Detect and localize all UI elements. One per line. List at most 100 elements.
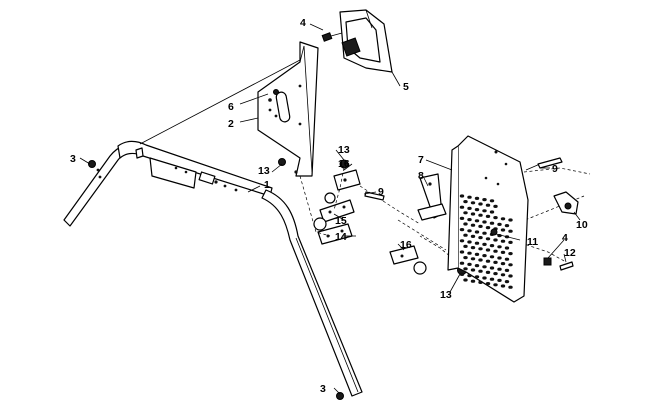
panel-hole: [497, 256, 502, 260]
panel-hole: [463, 222, 468, 226]
alignment-line: [333, 167, 345, 211]
callout-5: 5: [403, 81, 409, 93]
callout-13-mid: 13: [338, 144, 350, 156]
panel-hole: [459, 250, 465, 254]
panel-hole: [459, 239, 465, 243]
callout-1: 1: [264, 179, 270, 191]
panel-hole: [463, 211, 468, 215]
panel-hole: [500, 239, 506, 243]
panel-hole: [459, 261, 465, 265]
bracket-plate-part-2: [257, 41, 319, 177]
panel-hole: [467, 240, 472, 244]
panel-hole: [467, 206, 472, 210]
panel-hole: [474, 208, 480, 212]
panel-hole: [485, 226, 491, 230]
callout-12: 12: [564, 247, 576, 259]
panel-hole: [463, 278, 468, 282]
panel-hole: [467, 251, 472, 255]
panel-hole: [470, 279, 476, 283]
panel-hole: [504, 280, 510, 284]
panel-hole: [459, 216, 465, 220]
panel-hole: [485, 203, 491, 207]
alignment-line: [299, 175, 331, 237]
panel-hole: [459, 272, 465, 276]
panel-hole: [485, 214, 491, 218]
panel-hole: [485, 248, 491, 252]
panel-hole: [478, 224, 483, 228]
panel-hole: [474, 241, 480, 245]
panel-hole: [485, 259, 491, 263]
panel-hole: [508, 240, 513, 244]
screw-part-6: [273, 89, 279, 95]
bolt-part-9-right: [525, 157, 563, 171]
alignment-line: [419, 235, 463, 267]
panel-hole: [497, 222, 502, 226]
panel-hole: [467, 274, 472, 278]
callout-8: 8: [418, 170, 424, 182]
washer: [413, 261, 427, 275]
leader-lines: [79, 23, 581, 395]
panel-hole: [500, 250, 506, 254]
panel-hole: [459, 205, 465, 209]
washer: [324, 192, 336, 204]
panel-hole: [500, 228, 506, 232]
panel-hole: [489, 244, 495, 248]
nut-part-3-upper: [88, 160, 96, 168]
panel-hole: [467, 195, 472, 199]
tube-frame-part-1: [63, 140, 363, 397]
panel-hole: [482, 220, 487, 224]
callout-13-left: 13: [258, 165, 270, 177]
panel-hole: [463, 233, 468, 237]
panel-hole: [463, 200, 468, 204]
panel-hole: [508, 263, 513, 267]
panel-hole: [482, 198, 487, 202]
panel-hole: [482, 242, 487, 246]
panel-hole: [493, 260, 498, 264]
panel-hole: [482, 231, 487, 235]
callout-4-lower: 4: [562, 232, 568, 244]
bracket-part-10: [553, 191, 579, 215]
panel-hole: [485, 270, 491, 274]
panel-hole: [482, 254, 487, 258]
panel-hole: [504, 268, 510, 272]
panel-hole: [478, 202, 483, 206]
panel-hole: [470, 201, 476, 205]
panel-hole: [504, 224, 510, 228]
perforated-panel-part-7: [447, 135, 529, 303]
panel-hole: [508, 218, 513, 222]
hinge-part-16-upper: [333, 169, 361, 191]
panel-hole: [485, 237, 491, 241]
panel-hole: [497, 267, 502, 271]
panel-hole: [489, 210, 495, 214]
panel-hole: [497, 245, 502, 249]
panel-hole: [500, 262, 506, 266]
panel-hole: [474, 219, 480, 223]
panel-hole: [489, 221, 495, 225]
panel-hole: [478, 280, 483, 284]
panel-hole: [470, 246, 476, 250]
callout-14: 14: [335, 231, 347, 243]
panel-hole: [504, 257, 510, 261]
alignment-line: [397, 219, 447, 251]
washer: [313, 217, 327, 231]
panel-hole: [463, 256, 468, 260]
panel-hole: [470, 268, 476, 272]
panel-hole: [470, 234, 476, 238]
panel-hole: [463, 244, 468, 248]
panel-hole: [482, 265, 487, 269]
panel-hole: [459, 228, 465, 232]
callout-13-lower: 13: [440, 289, 452, 301]
panel-hole: [500, 273, 506, 277]
panel-hole: [467, 229, 472, 233]
panel-hole: [467, 262, 472, 266]
hinge-part-16-lower: [389, 245, 419, 265]
nut-part-3-lower: [336, 392, 344, 400]
panel-hole: [478, 269, 483, 273]
panel-hole: [474, 252, 480, 256]
callout-7: 7: [418, 154, 424, 166]
panel-hole: [489, 199, 495, 203]
panel-hole: [500, 217, 506, 221]
panel-hole: [485, 282, 491, 286]
callout-9-right: 9: [552, 163, 558, 175]
